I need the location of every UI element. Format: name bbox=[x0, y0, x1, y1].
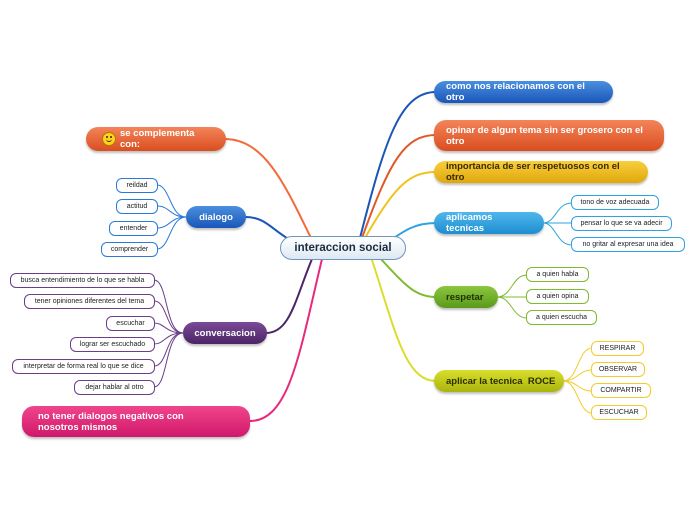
leaf-dialogo-2[interactable]: actitud bbox=[116, 199, 158, 214]
link-importancia bbox=[364, 171, 437, 239]
leaf-conversacion-3[interactable]: escuchar bbox=[106, 316, 155, 331]
leaf-conversacion-2[interactable]: tener opiniones diferentes del tema bbox=[24, 294, 155, 309]
topic-label: dialogo bbox=[199, 211, 233, 223]
topic-complementa[interactable]: se complementa con: bbox=[86, 127, 226, 151]
topic-opinar[interactable]: opinar de algun tema sin ser grosero con… bbox=[434, 120, 664, 151]
leaf-conversacion-6[interactable]: dejar hablar al otro bbox=[74, 380, 155, 395]
leaf-conversacion-1[interactable]: busca entendimiento de lo que se habla bbox=[10, 273, 155, 288]
root-topic[interactable]: interaccion social bbox=[280, 236, 406, 260]
topic-relacionamos[interactable]: como nos relacionamos con el otro bbox=[434, 81, 613, 103]
link-complementa bbox=[225, 138, 311, 237]
link-negativos bbox=[249, 258, 323, 422]
topic-label: no tener dialogos negativos con nosotros… bbox=[38, 410, 184, 433]
leaf-conversacion-4[interactable]: lograr ser escuchado bbox=[70, 337, 155, 352]
topic-respetar[interactable]: respetar bbox=[434, 286, 498, 308]
leaf-roce-2[interactable]: OBSERVAR bbox=[591, 362, 645, 377]
leaf-aplicamos-1[interactable]: tono de voz adecuada bbox=[571, 195, 659, 210]
topic-label: como nos relacionamos con el otro bbox=[446, 81, 585, 103]
topic-dialogo[interactable]: dialogo bbox=[186, 206, 246, 228]
leaf-aplicamos-2[interactable]: pensar lo que se va adecir bbox=[571, 216, 672, 231]
leaf-dialogo-4[interactable]: comprender bbox=[101, 242, 158, 257]
link-respetar bbox=[379, 257, 437, 298]
topic-label: opinar de algun tema sin ser grosero con… bbox=[446, 124, 643, 147]
topic-label: importancia de ser respetuosos con el ot… bbox=[446, 161, 620, 183]
smiley-icon bbox=[102, 132, 116, 146]
leaf-roce-3[interactable]: COMPARTIR bbox=[591, 383, 651, 398]
topic-label: respetar bbox=[446, 291, 484, 303]
leaf-dialogo-3[interactable]: entender bbox=[109, 221, 158, 236]
topic-negativos[interactable]: no tener dialogos negativos con nosotros… bbox=[22, 406, 250, 437]
root-topic-label: interaccion social bbox=[294, 242, 392, 254]
leaf-conversacion-5[interactable]: interpretar de forma real lo que se dice bbox=[12, 359, 155, 374]
link-relacionamos bbox=[359, 91, 437, 239]
leaf-respetar-3[interactable]: a quien escucha bbox=[526, 310, 597, 325]
topic-label: aplicamos tecnicas bbox=[446, 212, 493, 234]
link-dialogo bbox=[244, 216, 291, 241]
leaf-roce-4[interactable]: ESCUCHAR bbox=[591, 405, 647, 420]
topic-conversacion[interactable]: conversacion bbox=[183, 322, 267, 344]
topic-importancia[interactable]: importancia de ser respetuosos con el ot… bbox=[434, 161, 648, 183]
link-opinar bbox=[361, 134, 437, 239]
leaf-dialogo-1[interactable]: reildad bbox=[116, 178, 158, 193]
topic-roce[interactable]: aplicar la tecnica ROCE bbox=[434, 370, 564, 392]
leaf-roce-1[interactable]: RESPIRAR bbox=[591, 341, 644, 356]
topic-aplicamos[interactable]: aplicamos tecnicas bbox=[434, 212, 544, 234]
topic-label: se complementa con: bbox=[120, 128, 195, 150]
link-conversacion bbox=[265, 258, 313, 334]
leaf-aplicamos-3[interactable]: no gritar al expresar una idea bbox=[571, 237, 685, 252]
topic-label: aplicar la tecnica ROCE bbox=[446, 375, 556, 387]
link-roce bbox=[371, 259, 437, 382]
leaf-respetar-2[interactable]: a quien opina bbox=[526, 289, 589, 304]
topic-label: conversacion bbox=[194, 327, 256, 339]
leaf-respetar-1[interactable]: a quien habla bbox=[526, 267, 589, 282]
